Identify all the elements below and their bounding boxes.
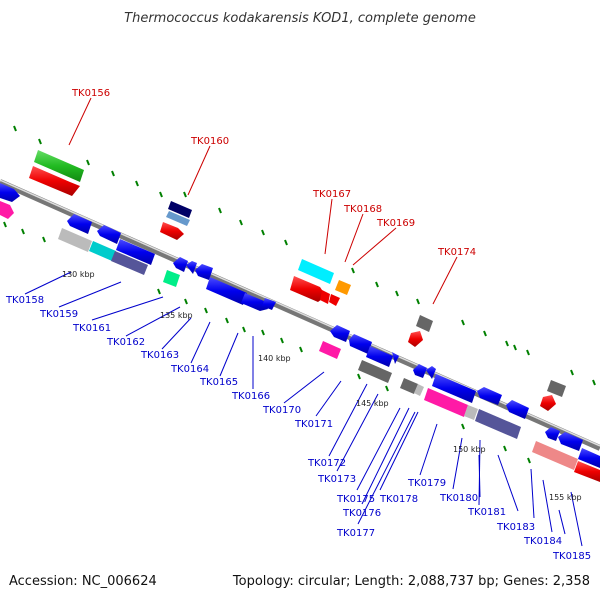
gene-arrow <box>426 366 436 379</box>
reverse-genes <box>58 214 600 482</box>
gene-label-tk0167: TK0167 <box>312 189 351 200</box>
gene-label-tk0166: TK0166 <box>231 391 270 402</box>
scale-label-150: 150 kbp <box>453 445 486 454</box>
genome-summary-text: Topology: circular; Length: 2,088,737 bp… <box>232 574 590 589</box>
gene-label-tk0184: TK0184 <box>523 536 562 547</box>
gene-arrow <box>477 387 502 405</box>
gene-arrow <box>160 222 184 240</box>
forward-genes <box>0 150 566 411</box>
gene-arrow <box>414 384 424 396</box>
gene-tk0175 <box>400 378 418 394</box>
gene-tk0167 <box>298 259 334 284</box>
gene-label-tk0175: TK0175 <box>336 494 375 505</box>
gene-arrow <box>186 261 197 274</box>
gene-tk0171 <box>358 360 392 383</box>
gene-label-tk0176: TK0176 <box>342 508 381 519</box>
gene-tk0180 <box>464 405 478 420</box>
gene-arrow <box>329 294 340 306</box>
gene-arrow <box>67 214 92 234</box>
scale-label-130: 130 kbp <box>62 270 95 279</box>
gene-tk0181 <box>475 409 521 439</box>
gene-label-tk0163: TK0163 <box>140 350 179 361</box>
gene-label-tk0177: TK0177 <box>336 528 375 539</box>
gene-label-tk0173: TK0173 <box>317 474 356 485</box>
map-title: Thermococcus kodakarensis KOD1, complete… <box>124 11 476 26</box>
gene-arrow <box>547 380 566 397</box>
gene-label-tk0183: TK0183 <box>496 522 535 533</box>
gene-arrow <box>540 395 556 411</box>
gene-arrow <box>578 448 600 468</box>
gene-label-tk0156: TK0156 <box>71 88 110 99</box>
gene-tk0158 <box>58 228 92 252</box>
gene-tk0184 <box>532 441 578 470</box>
gene-arrow <box>195 264 213 280</box>
gene-arrow <box>432 374 476 403</box>
gene-label-tk0180: TK0180 <box>439 493 478 504</box>
gene-arrow <box>413 364 427 378</box>
gene-arrow <box>0 201 14 219</box>
reverse-leader-lines <box>24 271 583 547</box>
gene-arrow <box>111 251 148 275</box>
gene-label-tk0185: TK0185 <box>552 551 591 562</box>
gene-arrow <box>574 461 600 482</box>
gene-arrow <box>558 432 583 451</box>
gene-arrow <box>290 276 326 302</box>
gene-tk0169 <box>335 280 351 295</box>
gene-label-tk0178: TK0178 <box>379 494 418 505</box>
gene-tk0174 <box>416 315 433 332</box>
scale-label-155: 155 kbp <box>549 493 582 502</box>
scale-labels: 130 kbp 135 kbp 140 kbp 145 kbp 150 kbp … <box>62 270 582 502</box>
gene-label-tk0159: TK0159 <box>39 309 78 320</box>
scale-label-145: 145 kbp <box>356 399 389 408</box>
gene-arrow <box>206 277 247 305</box>
gene-arrow <box>506 400 529 419</box>
gene-label-tk0162: TK0162 <box>106 337 145 348</box>
gene-tk0160 <box>168 201 192 218</box>
gene-label-tk0171: TK0171 <box>294 419 333 430</box>
gene-label-tk0160: TK0160 <box>190 136 229 147</box>
gene-label-tk0174: TK0174 <box>437 247 476 258</box>
gene-arrow <box>97 225 121 244</box>
gene-arrow <box>545 427 560 441</box>
reverse-gene-labels: TK0158TK0159TK0161TK0162TK0163TK0164TK01… <box>5 295 591 562</box>
gene-arrow <box>116 239 155 265</box>
gene-label-tk0179: TK0179 <box>407 478 446 489</box>
genome-backbone <box>0 179 600 451</box>
gene-arrow <box>262 298 276 310</box>
gene-arrow <box>0 183 20 202</box>
gene-label-tk0158: TK0158 <box>5 295 44 306</box>
gene-tk0159 <box>89 241 116 261</box>
gene-arrow <box>173 257 188 272</box>
gene-label-tk0172: TK0172 <box>307 458 346 469</box>
gene-arrow <box>330 325 350 342</box>
gene-label-tk0161: TK0161 <box>72 323 111 334</box>
gene-arrow <box>241 293 268 311</box>
gene-tk0156 <box>34 150 84 182</box>
gene-arrow <box>349 334 372 354</box>
gene-tk0170 <box>319 341 341 359</box>
gene-label-tk0164: TK0164 <box>170 364 209 375</box>
gene-arrow <box>408 331 423 347</box>
gene-label-tk0181: TK0181 <box>467 507 506 518</box>
accession-text: Accession: NC_006624 <box>9 574 157 589</box>
scale-label-140: 140 kbp <box>258 354 291 363</box>
gene-label-tk0170: TK0170 <box>262 405 301 416</box>
gene-tk0157 <box>29 166 80 196</box>
gene-tk0179 <box>424 388 468 417</box>
gene-label-tk0168: TK0168 <box>343 204 382 215</box>
gene-tk0168 <box>320 290 330 304</box>
gene-tk0161 <box>163 270 180 287</box>
gene-label-tk0165: TK0165 <box>199 377 238 388</box>
gene-arrow <box>366 346 393 367</box>
tick-marks <box>3 125 596 464</box>
gene-arrow <box>166 211 190 226</box>
forward-leader-lines <box>68 97 458 305</box>
scale-label-135: 135 kbp <box>160 311 193 320</box>
gene-arrow <box>392 352 399 364</box>
gene-label-tk0169: TK0169 <box>376 218 415 229</box>
